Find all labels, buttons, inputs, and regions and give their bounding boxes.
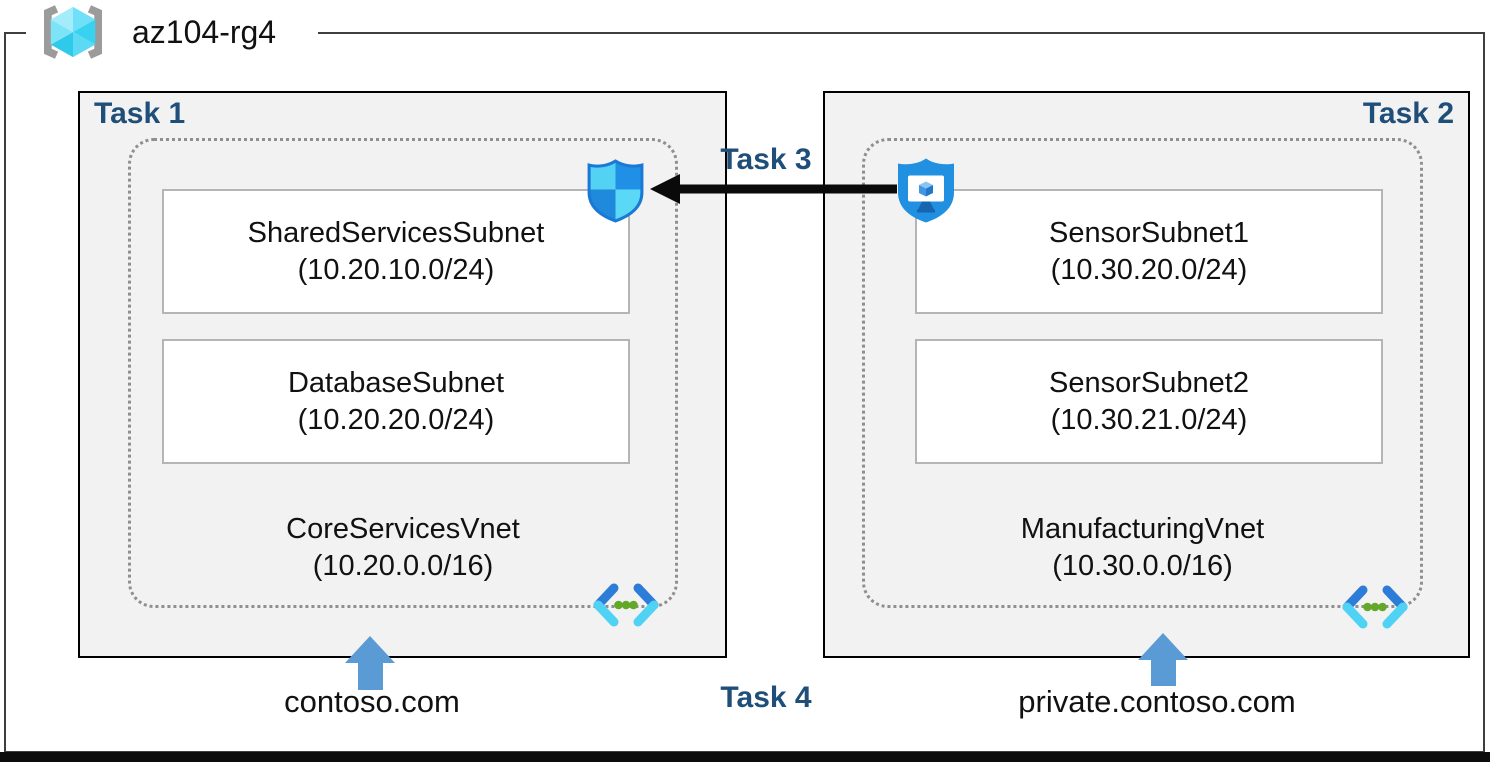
dns-zone-contoso: contoso.com — [284, 684, 460, 719]
sensor-subnet-1: SensorSubnet1 (10.30.20.0/24) — [915, 189, 1383, 314]
resource-group-icon — [44, 5, 102, 59]
manufacturing-vnet-boundary — [862, 138, 1423, 608]
dns-zone-private-contoso: private.contoso.com — [1018, 684, 1296, 719]
task2-label: Task 2 — [1362, 97, 1454, 130]
virtual-network-icon — [593, 583, 659, 627]
shared-services-subnet: SharedServicesSubnet (10.20.10.0/24) — [162, 189, 630, 314]
subnet-name: SensorSubnet2 — [1049, 366, 1249, 399]
core-services-vnet-boundary — [128, 138, 678, 608]
subnet-name: SharedServicesSubnet — [247, 216, 545, 249]
vnet-name: CoreServicesVnet — [286, 513, 520, 545]
subnet-cidr: (10.20.10.0/24) — [297, 253, 495, 286]
virtual-network-icon — [1342, 585, 1408, 629]
vnet-cidr: (10.30.0.0/16) — [1052, 550, 1233, 582]
bastion-shield-monitor-icon — [898, 158, 954, 223]
resource-group-name: az104-rg4 — [132, 13, 277, 50]
sensor-subnet-2: SensorSubnet2 (10.30.21.0/24) — [915, 339, 1383, 464]
subnet-cidr: (10.20.20.0/24) — [297, 403, 495, 436]
resource-group-header: az104-rg4 — [26, 0, 318, 64]
diagram-bottom-edge — [0, 752, 1490, 762]
subnet-cidr: (10.30.20.0/24) — [1050, 253, 1248, 286]
subnet-name: SensorSubnet1 — [1049, 216, 1249, 249]
core-services-vnet-label: CoreServicesVnet (10.20.0.0/16) — [128, 511, 678, 585]
task1-label: Task 1 — [94, 97, 186, 130]
database-subnet: DatabaseSubnet (10.20.20.0/24) — [162, 339, 630, 464]
task4-label: Task 4 — [720, 681, 812, 714]
vnet-cidr: (10.20.0.0/16) — [312, 550, 494, 582]
vnet-name: ManufacturingVnet — [1020, 513, 1265, 545]
subnet-cidr: (10.30.21.0/24) — [1050, 403, 1248, 436]
subnet-name: DatabaseSubnet — [287, 366, 505, 399]
manufacturing-vnet-label: ManufacturingVnet (10.30.0.0/16) — [862, 511, 1423, 585]
defender-shield-icon — [587, 159, 644, 223]
task3-label: Task 3 — [720, 143, 812, 176]
